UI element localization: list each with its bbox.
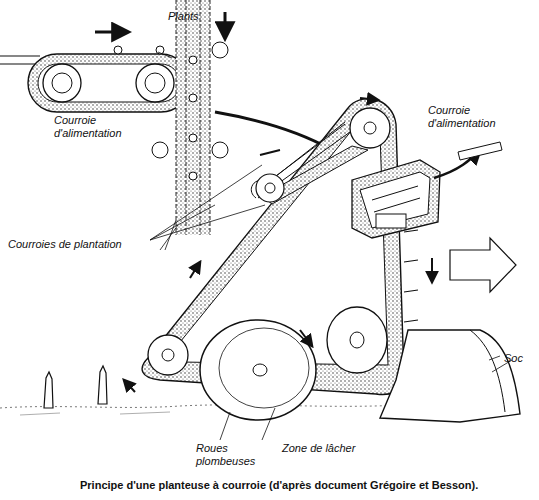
plant-chute	[189, 56, 197, 64]
plow-share	[489, 356, 500, 360]
planting-belt	[265, 183, 275, 193]
press-wheel	[200, 320, 316, 420]
feed-belt	[52, 73, 72, 93]
plant-chute	[189, 94, 197, 102]
feed-belt	[114, 46, 122, 54]
plant-chute	[176, 0, 210, 235]
plant-chute	[152, 142, 168, 158]
feed-belt	[38, 64, 180, 102]
plant-label: Plants	[168, 10, 199, 23]
feed-belt	[95, 31, 128, 34]
plant-chute	[158, 52, 172, 58]
press-wheel	[300, 330, 312, 346]
wheel-label: Roues plombeuses	[196, 442, 286, 468]
planting-belt	[162, 349, 174, 361]
press-wheel	[219, 328, 309, 408]
press-wheel	[200, 320, 316, 440]
feed-mechanism	[458, 142, 502, 160]
planting-belt	[256, 174, 284, 202]
plant-chute	[224, 12, 227, 38]
feed-mechanism	[352, 160, 440, 238]
plow-share	[380, 330, 520, 422]
plow-share	[380, 330, 520, 422]
plant-chute	[212, 142, 228, 158]
feed-belt	[28, 54, 190, 112]
feed-belt	[0, 32, 190, 112]
ground-line	[20, 412, 170, 415]
figure-caption: Principe d'une planteuse à courroie (d'a…	[80, 479, 478, 492]
travel-direction-arrow	[450, 238, 516, 292]
planting-belt	[190, 262, 200, 278]
feed-mechanism	[376, 214, 406, 228]
feed-belt	[43, 64, 81, 102]
planting-belt	[124, 380, 135, 392]
planted-plant	[44, 372, 53, 408]
planting-belt	[150, 165, 265, 240]
planted-plant	[44, 366, 107, 408]
planting-belt	[350, 108, 390, 148]
plant-chute	[189, 134, 197, 142]
belt-label: Courroie d'alimentation	[428, 104, 518, 130]
feed-mechanism	[352, 142, 502, 238]
press-wheel	[220, 408, 275, 440]
part-label: Soc	[504, 352, 523, 365]
ground-line	[0, 404, 420, 408]
feed-belt	[145, 73, 165, 93]
feed-belt	[136, 64, 174, 102]
planted-plant	[98, 366, 107, 404]
planting-belt	[350, 332, 364, 348]
plant-chute	[160, 220, 178, 250]
feed-belt	[0, 56, 40, 64]
zone-label: Zone de lâcher	[282, 442, 355, 455]
planting-belt	[148, 335, 188, 375]
belt-label: Courroie d'alimentation	[54, 114, 144, 140]
plant-chute	[176, 0, 210, 235]
ground-line	[0, 404, 420, 415]
belt-label: Courroies de plantation	[8, 238, 122, 251]
planting-belt	[327, 307, 387, 373]
feed-mechanism	[360, 172, 430, 228]
plant-chute	[212, 42, 228, 58]
press-wheel	[253, 364, 267, 376]
plant-chute	[189, 172, 197, 180]
planting-belt	[364, 122, 376, 134]
planting-belt	[431, 258, 433, 282]
plant-chute	[152, 0, 228, 250]
plow-share	[470, 330, 505, 412]
feed-mechanism	[372, 186, 420, 212]
planting-belt	[260, 98, 378, 155]
planting-belt	[160, 110, 255, 250]
